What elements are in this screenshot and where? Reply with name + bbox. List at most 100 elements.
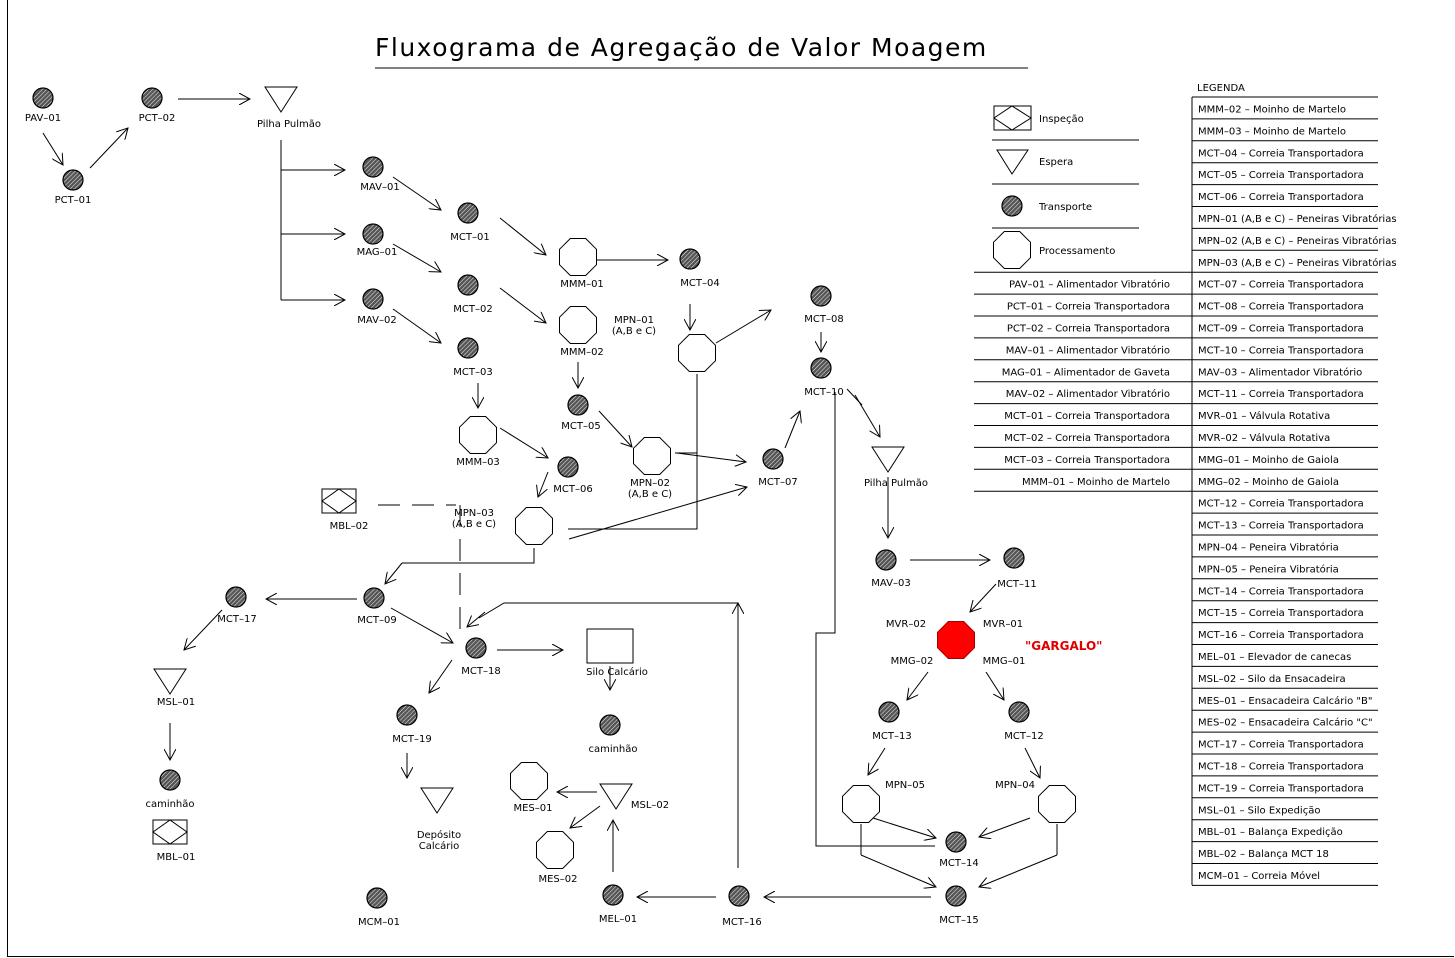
process-symbol: [1038, 785, 1076, 823]
node-label: MCT–14: [939, 858, 978, 869]
legend-item: MAV–01 – Alimentador Vibratório: [1006, 344, 1170, 356]
flow-path: [815, 392, 935, 847]
transport-symbol: [679, 248, 701, 270]
node-label: MBL–02: [330, 521, 369, 532]
legend-item: MES–01 – Ensacadeira Calcário "B": [1198, 695, 1372, 707]
node-label: PAV–01: [25, 113, 61, 124]
node-label: MCT–05: [561, 421, 600, 432]
legend-item: MEL–01 – Elevador de canecas: [1198, 652, 1351, 663]
legend-row: MVR–02 – Válvula Rotativa: [1192, 432, 1378, 448]
node-pct-02: PCT–02: [139, 87, 175, 124]
wait-symbol: [599, 783, 633, 810]
legend-row: MES–02 – Ensacadeira Calcário "C": [1192, 717, 1378, 733]
flow-arrow: [872, 817, 936, 838]
node-mct-04: MCT–04: [679, 248, 720, 289]
transport-symbol: [602, 884, 624, 906]
legend-row: PCT–01 – Correia Transportadora: [974, 302, 1192, 317]
node-pp2: Pilha Pulmão: [864, 446, 928, 489]
node-label: MCT–07: [758, 477, 797, 488]
legend-item: MCT–03 – Correia Transportadora: [1004, 455, 1170, 466]
legend-row: MCT–16 – Correia Transportadora: [1192, 630, 1378, 645]
legend-row: MPN–01 (A,B e C) – Peneiras Vibratórias: [1192, 213, 1397, 229]
node-label: MCT–06: [553, 484, 592, 495]
transport-symbol: [945, 885, 967, 907]
transport-symbol: [878, 701, 900, 723]
legend-item: MCM–01 – Correia Móvel: [1198, 870, 1320, 882]
node-label: Pilha Pulmão: [864, 478, 928, 489]
node-label: MVR–02: [886, 619, 926, 630]
flow-arrow: [979, 817, 1031, 837]
diagram-title: Fluxograma de Agregação de Valor Moagem: [375, 33, 988, 62]
transport-symbol: [465, 637, 487, 659]
legend-item: MMG–01 – Moinho de Gaiola: [1198, 455, 1339, 466]
key-inspecao-label: Inspeção: [1039, 114, 1084, 125]
legend-item: MSL–02 – Silo da Ensacadeira: [1198, 674, 1346, 685]
legend-item: MCT–05 – Correia Transportadora: [1198, 170, 1364, 181]
flow-arrow: [1024, 747, 1040, 778]
flow-arrow: [467, 611, 486, 627]
node-label: MCT–15: [939, 915, 978, 926]
process-symbol: [536, 831, 574, 869]
flow-arrow: [854, 394, 880, 437]
wait-symbol: [153, 668, 187, 695]
key-transport-symbol: [1001, 195, 1023, 217]
node-mmm-01: MMM–01: [559, 238, 604, 290]
legend-row: MPN–05 – Peneira Vibratória: [1192, 563, 1378, 580]
legend-row: MSL–01 – Silo Expedição: [1192, 805, 1378, 821]
transport-symbol: [457, 337, 479, 359]
legend-row: MCT–09 – Correia Transportadora: [1192, 324, 1378, 339]
wait-symbol: [264, 86, 298, 113]
node-label: caminhão: [588, 744, 637, 755]
key-process-symbol: [993, 231, 1031, 269]
flow-arrows: [42, 97, 1378, 897]
process-symbol: [559, 306, 597, 344]
legend-item: MCT–16 – Correia Transportadora: [1198, 630, 1364, 641]
legend-row: MCT–04 – Correia Transportadora: [1192, 148, 1378, 164]
node-label: MAG–01: [357, 247, 398, 258]
transport-symbol: [362, 156, 384, 178]
node-mct-14: MCT–14: [939, 831, 979, 869]
process-symbol: [633, 437, 671, 475]
transport-symbol: [762, 448, 784, 470]
node-label: MCT–01: [450, 232, 489, 243]
legend-row: MCT–08 – Correia Transportadora: [1192, 302, 1378, 317]
legend-item: MPN–02 (A,B e C) – Peneiras Vibratórias: [1198, 235, 1397, 247]
node-label: MEL–01: [599, 914, 637, 925]
node-silo: Silo Calcário: [586, 628, 648, 678]
flow-arrow: [390, 607, 453, 643]
node-label: caminhão: [145, 799, 194, 810]
node-label: MBL–01: [157, 852, 196, 863]
legend-row: MAG–01 – Alimentador de Gaveta: [974, 367, 1192, 383]
transport-symbol: [396, 704, 418, 726]
legend-item: PAV–01 – Alimentador Vibratório: [1009, 279, 1170, 291]
process-symbol: [678, 334, 716, 372]
legend-item: MES–02 – Ensacadeira Calcário "C": [1198, 717, 1373, 729]
transport-symbol: [366, 887, 388, 909]
key-espera-label: Espera: [1039, 157, 1073, 168]
node-label: MES–02: [538, 874, 577, 885]
legend-item: MCT–12 – Correia Transportadora: [1198, 499, 1364, 510]
transport-symbol: [810, 357, 832, 379]
flow-arrow: [979, 854, 1058, 887]
node-mct-02: MCT–02: [453, 274, 493, 315]
node-mct-10: MCT–10: [804, 357, 844, 398]
legend-row: MSL–02 – Silo da Ensacadeira: [1192, 674, 1378, 689]
legend-item: MCT–14 – Correia Transportadora: [1198, 586, 1364, 597]
flow-arrow: [499, 217, 546, 255]
transport-symbol: [599, 714, 621, 736]
flow-arrow: [429, 659, 453, 693]
flow-arrow: [907, 671, 929, 700]
transport-symbol: [141, 87, 163, 109]
node-mct-17: MCT–17: [217, 586, 257, 625]
node-label: MMG–02: [891, 656, 934, 667]
node-mpn-04: MPN–04: [995, 780, 1076, 823]
node-label: MPN–04: [995, 780, 1035, 791]
inspect-diamond: [321, 488, 357, 514]
legend-item: PCT–01 – Correia Transportadora: [1007, 302, 1170, 313]
legend-row: MCT–12 – Correia Transportadora: [1192, 499, 1378, 514]
legend-item: MCT–01 – Correia Transportadora: [1004, 411, 1170, 422]
flow-arrow: [392, 243, 441, 272]
node-label: MCT–02: [453, 304, 492, 315]
node-label: MCT–13: [872, 731, 911, 742]
legend-item: MCT–10 – Correia Transportadora: [1198, 345, 1364, 356]
